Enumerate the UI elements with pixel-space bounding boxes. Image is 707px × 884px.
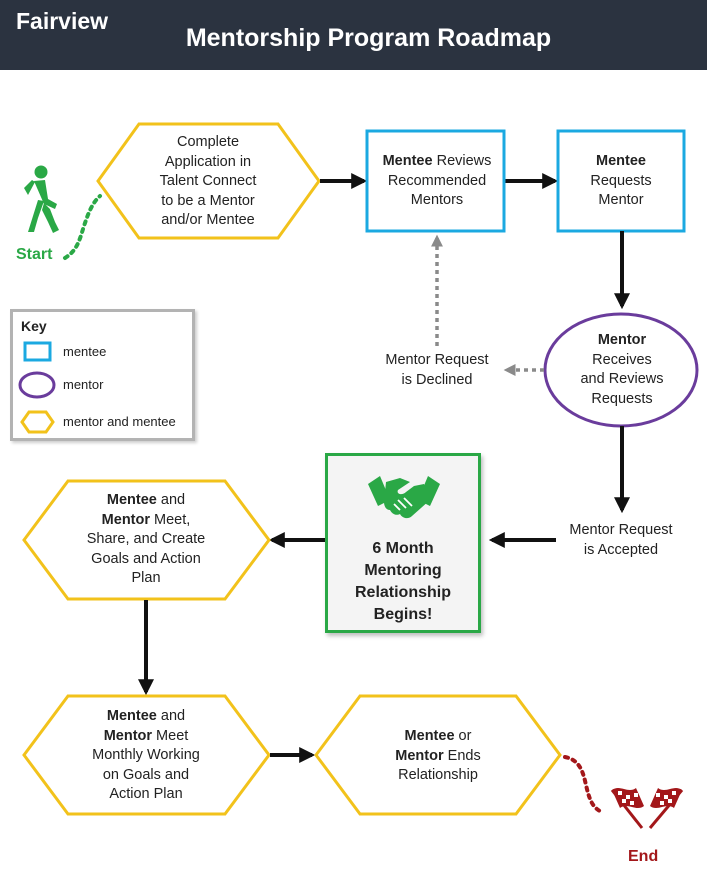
rect-mentee-reviews: [365, 129, 506, 233]
mentee-reviews-text: Mentee Reviews Recommended Mentors: [382, 153, 492, 208]
checkered-flags-icon: [610, 788, 684, 829]
hex-meet-plan: [22, 479, 271, 601]
start-path: [63, 194, 102, 260]
header-bar: Fairview Mentorship Program Roadmap: [0, 0, 707, 70]
end-path: [563, 755, 604, 814]
end-label: End: [628, 848, 659, 865]
accepted-text: Mentor Request is Accepted: [569, 522, 673, 558]
mentee-requests-text: Mentee Requests Mentor: [590, 153, 652, 208]
key-label-both: mentor and mentee: [63, 414, 176, 429]
key-shapes: [18, 341, 56, 434]
walking-person-icon: [24, 165, 59, 233]
complete-application-text: Complete Application in Talent Connect t…: [159, 134, 257, 228]
handshake-icon: [368, 476, 440, 519]
key-mentor-swatch: [18, 371, 56, 399]
key-both-swatch: [20, 410, 55, 434]
key-label-mentor: mentor: [63, 377, 104, 392]
page-title: Mentorship Program Roadmap: [185, 24, 552, 52]
hex-complete-application: [96, 122, 321, 240]
key-label-mentee: mentee: [63, 344, 107, 359]
declined-text: Mentor Request is Declined: [385, 352, 489, 388]
key-mentee-swatch: [23, 341, 52, 362]
mentor-receives-text: Mentor Receives and Reviews Requests: [580, 332, 664, 407]
hex-monthly-work: [22, 694, 271, 816]
relationship-text: 6 Month Mentoring Relationship Begins!: [354, 540, 451, 623]
hex-ends-relationship: [314, 694, 562, 816]
brand-name: Fairview: [16, 8, 109, 34]
meet-plan-text: Mentee and Mentor Meet, Share, and Creat…: [86, 492, 206, 586]
ends-relationship-text: Mentee or Mentor Ends Relationship: [395, 728, 481, 783]
monthly-work-text: Mentee and Mentor Meet Monthly Working o…: [92, 708, 200, 802]
key-title: Key: [21, 318, 47, 334]
start-label: Start: [16, 246, 53, 263]
